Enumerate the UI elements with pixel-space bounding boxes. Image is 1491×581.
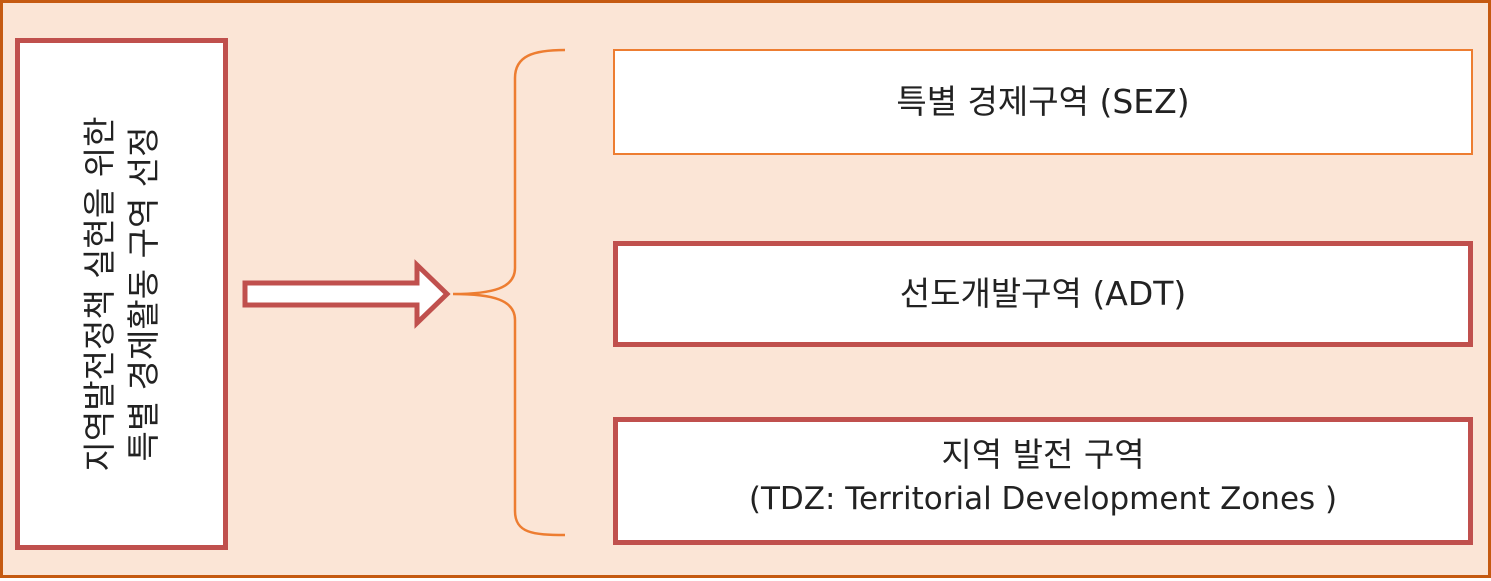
zone-sez-box: 특별 경제구역 (SEZ) [613, 49, 1473, 155]
right-arrow [242, 259, 451, 329]
zone-tdz-box: 지역 발전 구역 (TDZ: Territorial Development Z… [613, 417, 1473, 545]
connector-shapes [242, 48, 566, 537]
zone-tdz-title: 지역 발전 구역 [941, 435, 1145, 474]
zone-tdz-subtitle: (TDZ: Territorial Development Zones ) [748, 481, 1338, 517]
zone-adt-box: 선도개발구역 (ADT) [613, 241, 1473, 347]
zone-sez-title: 특별 경제구역 (SEZ) [896, 82, 1190, 121]
policy-goal-box: 지역발전정책 실현을 위한 특별 경제활동 구역 선정 [15, 38, 228, 550]
zone-adt-title: 선도개발구역 (ADT) [899, 274, 1187, 313]
curly-brace [452, 48, 566, 537]
